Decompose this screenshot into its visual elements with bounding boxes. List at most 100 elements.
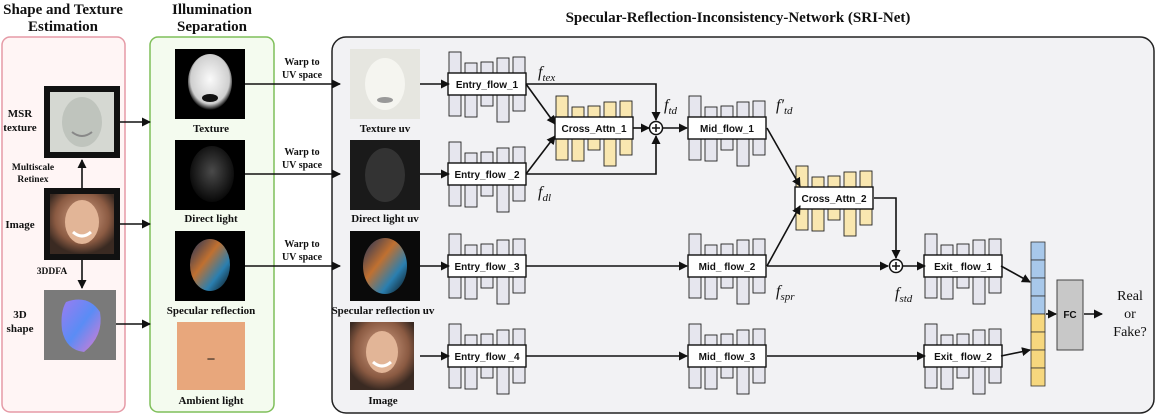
arrow-exit1-vector xyxy=(1000,265,1031,283)
mid3-block: Mid_ flow_3 xyxy=(687,323,767,395)
texture-label: Texture xyxy=(193,123,229,135)
mid1-box xyxy=(687,116,767,140)
feature-f-std-base: f xyxy=(895,285,902,302)
feature-vector-cell xyxy=(1030,367,1046,387)
mid1-block: Mid_flow_1 xyxy=(687,95,767,167)
multiscale-retinex-label-line2: Retinex xyxy=(17,175,48,185)
output-line3: Fake? xyxy=(1113,325,1146,340)
ambient-light-mark: – xyxy=(207,351,216,366)
shape-texture-title-line2: Estimation xyxy=(28,19,99,35)
3d-shape-image xyxy=(44,290,116,360)
entry3-block: Entry_flow _3 xyxy=(447,233,527,305)
specular-reflection-uv-image xyxy=(350,231,420,301)
exit1-label: Exit_ flow_1 xyxy=(934,262,992,273)
warp-label-3-line1: Warp to xyxy=(284,239,319,250)
cross2-label: Cross_Attn_2 xyxy=(801,194,866,205)
texture-image xyxy=(175,49,245,119)
warp-label-1-line2: UV space xyxy=(282,70,323,81)
mid2-box xyxy=(687,254,767,278)
cross1-label: Cross_Attn_1 xyxy=(561,124,626,135)
arrow-mid1-cross2 xyxy=(766,127,801,187)
exit2-label: Exit_ flow_2 xyxy=(934,352,992,363)
texture-uv-image xyxy=(350,49,420,119)
arrow-exit2-vector xyxy=(1000,347,1031,357)
3d-shape-label-line1: 3D xyxy=(13,309,27,321)
feature-f-tex-sub: tex xyxy=(542,72,555,84)
feature-f-td-prime-base: f′ xyxy=(776,97,784,114)
threeddfa-label: 3DDFA xyxy=(37,267,68,277)
feature-f-std: fstd xyxy=(895,285,913,305)
warp-label-3-line2: UV space xyxy=(282,252,323,263)
sri-net-panel xyxy=(331,36,1155,414)
ambient-light-label: Ambient light xyxy=(178,395,243,407)
feature-f-td-prime-sub: td xyxy=(784,105,793,117)
warp-label-1-line1: Warp to xyxy=(284,57,319,68)
texture-uv-label: Texture uv xyxy=(360,123,411,135)
arrow-mid2-cross2 xyxy=(766,205,801,267)
warp-label-2-line2: UV space xyxy=(282,160,323,171)
msr-texture-label-line1: MSR xyxy=(8,108,34,120)
entry4-label: Entry_flow _4 xyxy=(454,352,519,363)
uv-image-label: Image xyxy=(368,395,397,407)
fc-block xyxy=(1056,279,1084,351)
arrow-entry2-cross1 xyxy=(525,135,556,175)
entry1-label: Entry_flow_1 xyxy=(456,80,519,91)
mid2-label: Mid_ flow_2 xyxy=(699,262,756,273)
feature-f-td: ftd xyxy=(664,97,678,117)
cross2-box xyxy=(794,186,874,210)
specular-reflection-uv-label: Specular reflection uv xyxy=(332,305,435,317)
msr-texture-label-line2: texture xyxy=(3,122,37,134)
feature-vector-cell xyxy=(1030,259,1046,279)
illumination-title-line1: Illumination xyxy=(172,2,253,18)
3d-shape-label-line2: shape xyxy=(7,323,34,335)
uv-input-image xyxy=(350,322,414,390)
direct-light-label: Direct light xyxy=(184,213,238,225)
entry2-label: Entry_flow _2 xyxy=(454,170,519,181)
mid3-label: Mid_ flow_3 xyxy=(699,352,756,363)
feature-vector-cell xyxy=(1030,349,1046,369)
feature-f-tex-base: f xyxy=(538,64,545,81)
add-junction-2 xyxy=(888,258,904,274)
feature-vector-cell xyxy=(1030,331,1046,351)
cross1-block: Cross_Attn_1 xyxy=(554,95,634,167)
arrow-entry1-cross1 xyxy=(525,83,556,125)
specular-reflection-image xyxy=(175,231,245,301)
feature-f-dl-base: f xyxy=(538,184,545,201)
sri-net-title: Specular-Reflection-Inconsistency-Networ… xyxy=(566,10,911,26)
feature-vector-cell xyxy=(1030,277,1046,297)
output-line2: or xyxy=(1124,307,1136,322)
feature-f-dl: fdl xyxy=(538,184,551,204)
feature-f-tex: ftex xyxy=(538,64,555,84)
illumination-title-line2: Separation xyxy=(177,19,248,35)
arrow-cross2-plus2 xyxy=(874,197,901,259)
fc-label: FC xyxy=(1063,310,1076,321)
input-image xyxy=(44,188,120,260)
feature-f-spr-base: f xyxy=(776,283,783,300)
arrow-entry2-plus xyxy=(526,135,661,175)
exit1-block: Exit_ flow_1 xyxy=(923,233,1003,305)
output-line1: Real xyxy=(1117,289,1143,304)
entry3-label: Entry_flow _3 xyxy=(454,262,519,273)
entry1-block: Entry_flow_1 xyxy=(447,51,527,123)
feature-vector xyxy=(1030,241,1046,387)
ambient-light-image xyxy=(177,322,245,390)
direct-light-image xyxy=(175,140,245,210)
feature-f-td-prime: f′td xyxy=(776,97,793,117)
direct-light-uv-image xyxy=(350,140,420,210)
mid1-label: Mid_flow_1 xyxy=(700,124,754,135)
feature-f-std-sub: std xyxy=(899,293,912,305)
feature-f-spr-sub: spr xyxy=(780,291,795,303)
feature-f-spr: fspr xyxy=(776,283,795,303)
entry2-block: Entry_flow _2 xyxy=(447,141,527,213)
msr-texture-image xyxy=(44,86,120,158)
feature-vector-cell xyxy=(1030,241,1046,261)
cross2-block: Cross_Attn_2 xyxy=(794,165,874,237)
feature-f-dl-sub: dl xyxy=(542,192,551,204)
feature-f-td-sub: td xyxy=(668,105,677,117)
multiscale-retinex-label-line1: Multiscale xyxy=(12,163,54,173)
arrow-entry1-plus xyxy=(526,83,661,121)
add-junction-1 xyxy=(648,120,664,136)
feature-f-td-base: f xyxy=(664,97,671,114)
feature-vector-cell xyxy=(1030,295,1046,315)
